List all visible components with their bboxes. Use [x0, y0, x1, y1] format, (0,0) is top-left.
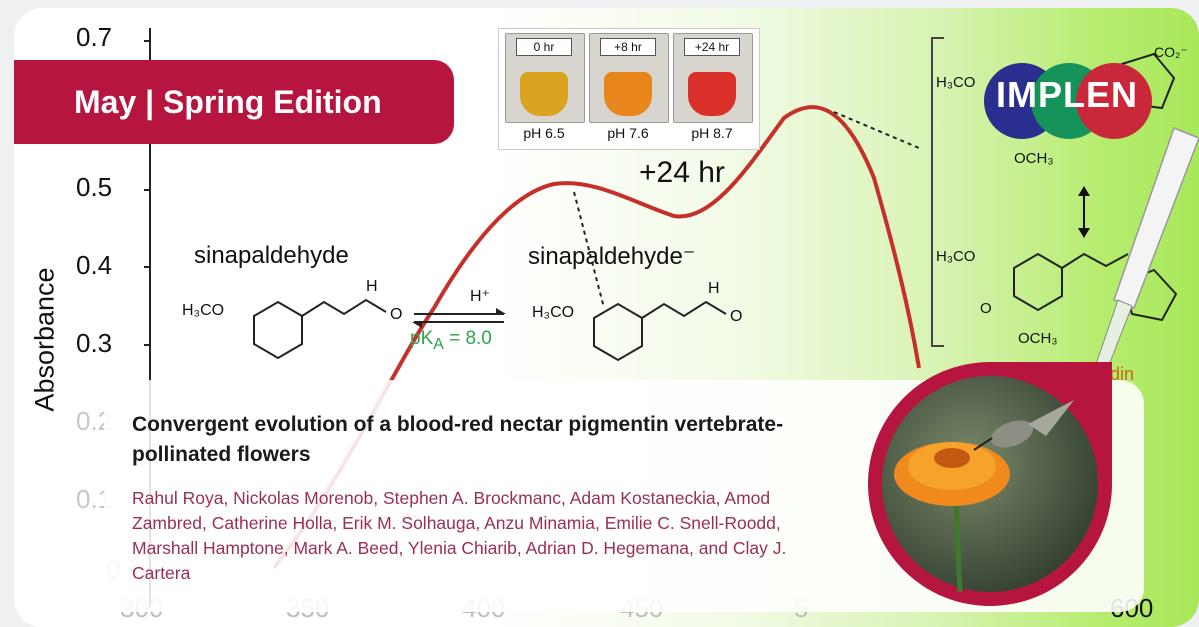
molecule-name-right: sinapaldehyde⁻ [528, 243, 696, 270]
vial-0hr: 0 hr [505, 33, 585, 123]
vial-ph: pH 7.6 [607, 125, 649, 141]
right-ring [593, 302, 643, 362]
vial-label: +8 hr [600, 38, 656, 56]
molecule-name-left: sinapaldehyde [194, 242, 349, 269]
edition-banner: May | Spring Edition [14, 60, 454, 144]
hummingbird-photo [868, 362, 1112, 606]
vial-8hr: +8 hr [589, 33, 669, 123]
pka-label: pKA = 8.0 [410, 328, 492, 353]
flower-icon [894, 442, 1010, 506]
vial-label: +24 hr [684, 38, 740, 56]
article-authors: Rahul Roya, Nickolas Morenob, Stephen A.… [132, 488, 787, 583]
methoxy-label: OCH₃ [1014, 150, 1054, 167]
quinone-o-label: O [980, 300, 992, 317]
implen-logo-text: IMPLEN [996, 74, 1139, 115]
vial-photo-panel: 0 hr +8 hr +24 hr pH 6.5 pH 7.6 pH 8.7 [498, 28, 760, 150]
y-tick-label: 0.4 [76, 250, 113, 280]
methoxy-label: H₃CO [532, 304, 575, 321]
y-tick-label: 0.7 [76, 22, 113, 52]
vial-liquid [688, 72, 736, 116]
aldehyde-o-label: O [390, 306, 403, 323]
curve-label: +24 hr [639, 156, 725, 189]
vial-ph: pH 6.5 [523, 125, 565, 141]
fragment-text: din [1110, 364, 1135, 384]
article-title: Convergent evolution of a blood-red nect… [132, 413, 784, 466]
quinone-ring [1013, 252, 1063, 312]
methoxy-label: H₃CO [936, 74, 976, 91]
hummingbird-icon [973, 400, 1074, 451]
vial-24hr: +24 hr [673, 33, 753, 123]
y-tick-label: 0.3 [76, 328, 113, 358]
vial-liquid [520, 72, 568, 116]
methoxy-label: H₃CO [182, 302, 225, 319]
methoxy-label: OCH₃ [1018, 330, 1058, 347]
cover-card: Absorbance 0.7 0.5 0.4 0.3 0.2 0.1 0 300… [14, 8, 1199, 627]
carboxylate-label: CO₂⁻ [1154, 44, 1188, 60]
dashed-leader-left [573, 191, 605, 309]
structure-bracket [931, 37, 944, 347]
aldehyde-h-label: H [708, 280, 720, 297]
absorbance-curve [272, 105, 921, 570]
vial-ph: pH 8.7 [691, 125, 733, 141]
methoxy-label: H₃CO [936, 248, 976, 265]
proton-label: H⁺ [470, 288, 490, 305]
y-tick-label: 0.5 [76, 172, 113, 202]
vial-label: 0 hr [516, 38, 572, 56]
y-axis-label: Absorbance [29, 267, 60, 412]
vial-liquid [604, 72, 652, 116]
aldehyde-o-label: O [730, 308, 743, 325]
aldehyde-h-label: H [366, 278, 378, 295]
implen-logo [984, 63, 1152, 139]
left-ring [253, 300, 303, 360]
